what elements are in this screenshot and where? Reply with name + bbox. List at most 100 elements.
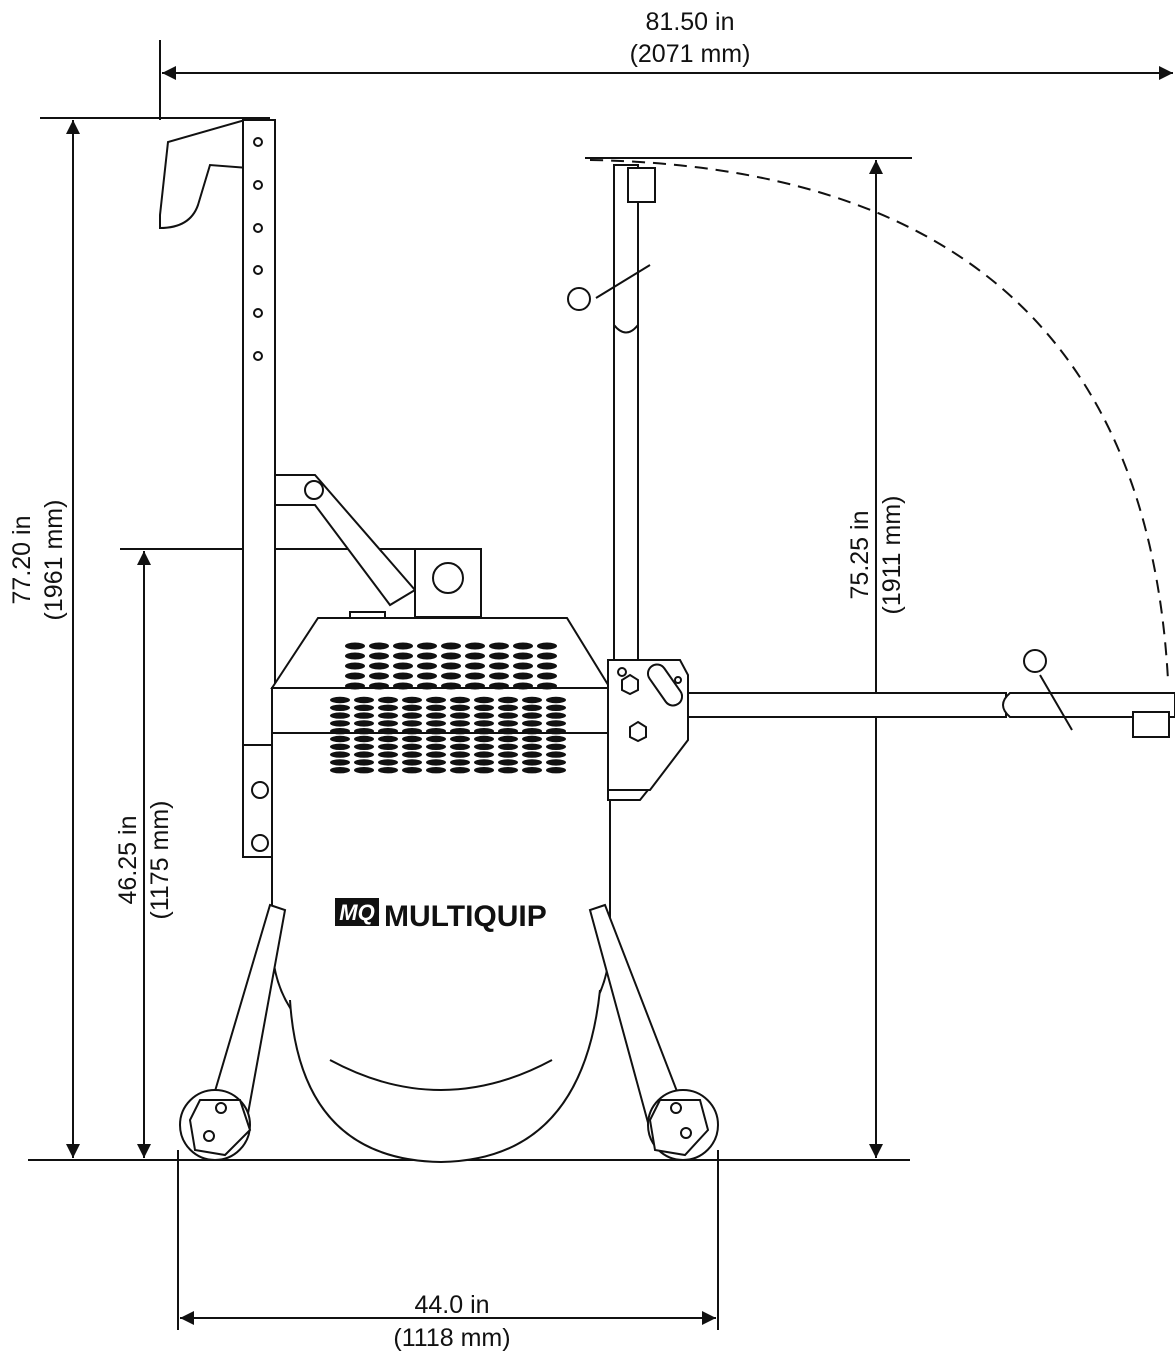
vent-slot: [441, 662, 461, 670]
vent-slot: [489, 682, 509, 690]
extended-handle: [687, 649, 1175, 738]
vent-slot: [402, 704, 422, 711]
vent-slot: [369, 672, 389, 680]
vent-slot: [513, 662, 533, 670]
left-hub-bolt: [215, 1102, 227, 1114]
vent-slot: [378, 712, 398, 719]
vent-slot: [402, 696, 422, 704]
vent-slot: [369, 652, 389, 660]
wheelbase-metric: (1118 mm): [393, 1324, 510, 1352]
vent-slot: [474, 704, 494, 711]
left-hub-bolt: [203, 1130, 215, 1142]
vent-slot: [330, 751, 350, 758]
handle-pivot-plate: [607, 659, 689, 801]
rear-legs: [179, 903, 719, 1161]
hood-top: [270, 617, 612, 689]
vent-slot: [426, 767, 446, 774]
vent-slot: [426, 704, 446, 711]
vent-slot: [441, 672, 461, 680]
vent-slot: [354, 759, 374, 766]
vent-slot: [402, 712, 422, 719]
adjust-hole: [253, 137, 263, 147]
vent-slot: [450, 759, 470, 766]
vent-slot: [441, 652, 461, 660]
vent-slot: [369, 642, 389, 650]
swing-height-imperial: 75.25 in: [846, 511, 874, 600]
vent-slot: [330, 712, 350, 719]
vent-slot: [393, 682, 413, 690]
vent-slot: [522, 743, 542, 750]
vent-slot: [450, 712, 470, 719]
overall-length-imperial: 81.50 in: [646, 8, 735, 36]
vent-slot: [417, 682, 437, 690]
vent-slot: [522, 696, 542, 704]
vent-slot: [474, 751, 494, 758]
vent-slot: [474, 743, 494, 750]
swing-height-label: 75.25 in (1911 mm): [846, 495, 906, 614]
upright-throttle-knob: [567, 287, 591, 311]
brand-logo: MQ MULTIQUIP: [335, 898, 547, 933]
vent-slot: [513, 642, 533, 650]
vent-slot: [426, 728, 446, 735]
handle-swing-arc: [589, 159, 1169, 681]
vent-slot: [522, 712, 542, 719]
vent-slot: [546, 751, 566, 758]
vent-slot: [393, 662, 413, 670]
vent-slot: [498, 712, 518, 719]
vent-slot: [474, 735, 494, 743]
pivot-pin: [674, 676, 682, 684]
vent-slot: [465, 682, 485, 690]
vent-slot: [537, 652, 557, 660]
vent-slot: [354, 751, 374, 758]
pivot-hole: [617, 667, 627, 677]
upright-handle-loop: [613, 170, 639, 334]
vent-slot: [546, 696, 566, 704]
vent-slot: [537, 682, 557, 690]
vent-slot: [546, 720, 566, 727]
overall-height-metric: (1961 mm): [40, 500, 68, 621]
vent-slot: [378, 735, 398, 743]
vent-slot: [393, 672, 413, 680]
vent-slot: [489, 652, 509, 660]
engine-housing: [270, 611, 612, 1164]
vent-slot: [369, 682, 389, 690]
vent-slot: [537, 642, 557, 650]
vent-slot: [378, 767, 398, 774]
vent-slot: [417, 652, 437, 660]
vent-slot: [522, 767, 542, 774]
vent-slot: [450, 751, 470, 758]
vent-slot: [450, 704, 470, 711]
vent-slot: [378, 743, 398, 750]
vent-slot: [426, 735, 446, 743]
vent-slot: [537, 662, 557, 670]
upright-handle-cap: [627, 167, 656, 203]
vent-slot: [513, 672, 533, 680]
vent-slot: [498, 743, 518, 750]
vent-slot: [441, 682, 461, 690]
vent-slot: [345, 682, 365, 690]
right-hub-bolt: [680, 1127, 692, 1139]
vent-slot: [354, 704, 374, 711]
vent-slot: [498, 704, 518, 711]
vent-slot: [474, 712, 494, 719]
vent-slot: [354, 720, 374, 727]
vent-slot: [450, 735, 470, 743]
vent-slot: [402, 767, 422, 774]
pivot-nut: [629, 720, 647, 743]
vent-slot: [450, 743, 470, 750]
linkage-pivot: [304, 480, 324, 500]
vent-slot: [522, 704, 542, 711]
vent-slot: [354, 743, 374, 750]
pivot-slot: [646, 663, 684, 707]
vent-slot: [546, 759, 566, 766]
vent-slot: [546, 728, 566, 735]
mount-bolt: [251, 834, 269, 852]
swing-height-metric: (1911 mm): [878, 495, 906, 614]
vent-slot: [513, 652, 533, 660]
adjust-hole: [253, 308, 263, 318]
vent-slot: [522, 720, 542, 727]
vent-slot: [393, 642, 413, 650]
vent-slot: [417, 662, 437, 670]
handle-bar: [242, 119, 276, 746]
